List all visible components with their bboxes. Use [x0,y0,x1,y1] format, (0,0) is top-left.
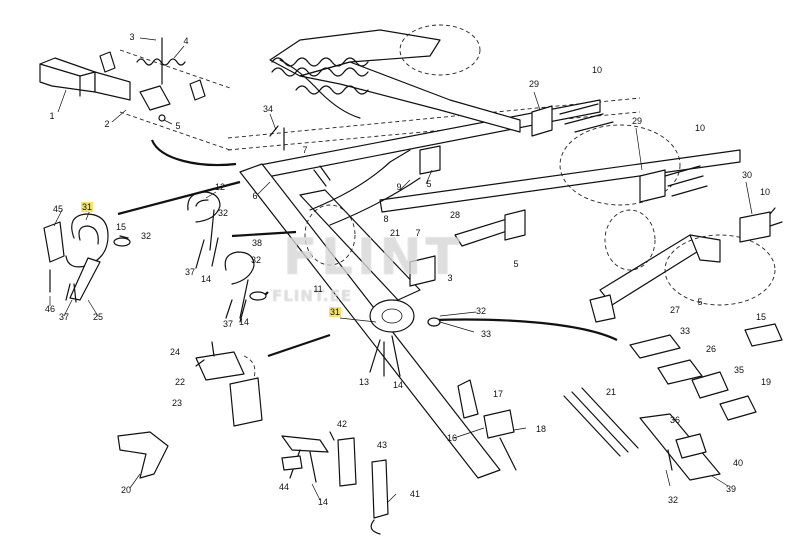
callout-14-bottom: 14 [317,497,329,507]
callout-39: 39 [725,484,737,494]
callout-21: 21 [389,228,401,238]
sweep-parts [43,191,267,323]
callout-10: 10 [591,65,603,75]
callout-30: 30 [741,170,753,180]
callout-3: 3 [129,32,135,42]
bottom-right-parts [563,387,721,481]
callout-43: 43 [376,440,388,450]
callout-38: 38 [251,238,263,248]
callout-29-right: 29 [631,116,643,126]
callout-14-lower: 14 [238,317,250,327]
callout-27: 27 [669,305,681,315]
callout-6: 6 [252,191,258,201]
callout-33: 33 [480,329,492,339]
callout-16: 16 [446,433,458,443]
callout-33-right: 33 [679,326,691,336]
callout-35: 35 [733,365,745,375]
callout-12: 12 [214,182,226,192]
callout-5: 5 [175,121,181,131]
callout-15-right: 15 [755,312,767,322]
callout-7: 7 [302,145,308,155]
callout-41: 41 [409,489,421,499]
callout-44: 44 [278,482,290,492]
bottom-center-shanks [281,431,389,535]
callout-37: 37 [58,312,70,322]
roller-coil [271,57,369,95]
callout-28: 28 [449,210,461,220]
callout-42: 42 [336,419,348,429]
callout-32-center: 32 [475,306,487,316]
callout-13: 13 [358,377,370,387]
watermark-site: FLINT.EE [272,287,353,305]
callout-34: 34 [262,104,274,114]
callout-45: 45 [52,204,64,214]
callout-29: 29 [528,79,540,89]
callout-5-frame: 5 [426,179,432,189]
callout-5-center: 5 [513,259,519,269]
center-parts [369,299,517,471]
callout-32-lower: 32 [250,255,262,265]
wheels-outline [304,24,776,306]
callout-31-highlighted: 31 [80,202,94,212]
leader-lines [49,37,753,503]
callout-1: 1 [49,111,55,121]
right-small-parts [629,323,783,421]
callout-10-right: 10 [694,123,706,133]
callout-11: 11 [313,284,323,294]
callout-10-far: 10 [759,187,771,197]
callout-20: 20 [120,485,132,495]
callout-23: 23 [171,398,183,408]
callout-18: 18 [535,424,547,434]
frame-brackets [409,105,771,287]
callout-2: 2 [104,119,110,129]
callout-46: 46 [44,304,56,314]
callout-17: 17 [492,389,504,399]
watermark-brand: FLINT [283,228,464,286]
callout-5-right: 5 [697,297,703,307]
callout-26: 26 [705,344,717,354]
callout-15: 15 [115,222,127,232]
detail-spring-clamp [39,37,231,151]
callout-32-bottom: 32 [667,495,679,505]
callout-7-center: 7 [415,228,421,238]
callout-3-center: 3 [447,273,453,283]
callout-37-lower: 37 [222,319,234,329]
callout-14-center: 14 [392,380,404,390]
callout-25: 25 [92,312,104,322]
callout-9: 9 [396,182,402,192]
bottom-left-parts [117,341,263,479]
callout-32: 32 [140,231,152,241]
callout-32-sweep: 32 [217,208,229,218]
callout-21-right: 21 [605,387,617,397]
callout-4: 4 [183,36,189,46]
callout-8: 8 [383,214,389,224]
callout-36: 36 [669,415,681,425]
callout-14-sweep: 14 [200,274,212,284]
bolts [49,103,783,299]
callout-31-disc: 31 [328,307,342,317]
callout-24: 24 [169,347,181,357]
callout-22: 22 [174,377,186,387]
callout-19: 19 [760,377,772,387]
callout-37-sweep: 37 [184,267,196,277]
callout-40: 40 [732,458,744,468]
